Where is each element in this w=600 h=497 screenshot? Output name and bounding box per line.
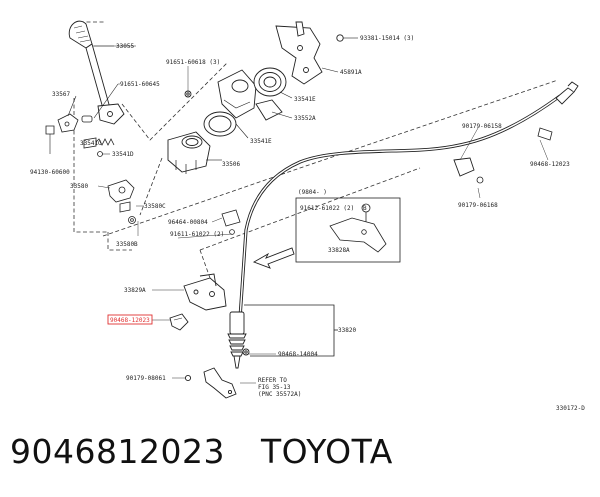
callout-b: B <box>363 205 367 212</box>
label-refer-3: (PNC 35572A) <box>258 391 301 398</box>
label-33055: 33055 <box>116 43 134 50</box>
bracket-33820 <box>244 304 338 357</box>
label-91612: 91612-61022 (2) <box>300 205 354 212</box>
label-33820: 33820 <box>338 327 356 334</box>
shift-bracket <box>107 179 136 224</box>
detail-inset <box>295 197 401 263</box>
clip-96464 <box>221 209 241 235</box>
label-33828a-inset: 33828A <box>328 247 350 254</box>
label-9804: (9804- ) <box>298 189 327 196</box>
diagram-code: 330172-D <box>556 405 585 412</box>
brand-name: TOYOTA <box>260 432 393 471</box>
label-refer-1: REFER TO <box>258 377 287 384</box>
label-33541e-top: 33541E <box>294 96 316 103</box>
shift-cable <box>238 81 579 319</box>
housing-upper <box>184 69 257 119</box>
label-96464: 96464-00804 <box>168 219 208 226</box>
label-90468-highlight: 90468-12023 <box>110 317 150 324</box>
label-33541d: 33541D <box>112 151 134 158</box>
bracket-33829a <box>183 273 227 311</box>
part-number: 9046812023 <box>10 432 225 471</box>
label-91651b: 91651-60645 <box>120 81 160 88</box>
label-33506: 33506 <box>222 161 240 168</box>
label-91611: 91611-61022 (2) <box>170 231 224 238</box>
bracket-45891a <box>275 21 358 85</box>
label-93381: 93381-15014 (3) <box>360 35 414 42</box>
label-refer-2: FIG 35-13 <box>258 384 291 391</box>
label-33541g: 33541G <box>80 140 102 147</box>
caption: 9046812023 TOYOTA <box>10 432 393 480</box>
label-33580c: 33580C <box>144 203 166 210</box>
part-labels: 33055 93381-15014 (3) 91651-60618 (3) 45… <box>30 35 585 412</box>
dashed-outlines <box>73 21 559 279</box>
lever-small-parts <box>45 83 119 154</box>
label-90179a: 90179-06158 <box>462 123 502 130</box>
label-90468b: 90468-12023 <box>530 161 570 168</box>
spring-and-pins <box>83 137 115 157</box>
label-33829a: 33829A <box>124 287 146 294</box>
cable-boot <box>227 311 250 369</box>
highlight-box <box>107 314 153 325</box>
label-45891a: 45891A <box>340 69 362 76</box>
lower-bracket <box>184 367 237 399</box>
bushing-33541e-top <box>253 67 293 99</box>
label-94130: 94130-60600 <box>30 169 70 176</box>
shift-lever <box>68 20 136 125</box>
parts-diagram: 33055 93381-15014 (3) 91651-60618 (3) 45… <box>30 20 585 412</box>
leader-lines <box>82 45 549 384</box>
label-90179b: 90179-06168 <box>458 202 498 209</box>
label-33552a: 33552A <box>294 115 316 122</box>
label-90468c: 90468-14004 <box>278 351 318 358</box>
label-33541e-mid: 33541E <box>250 138 272 145</box>
label-90179c: 90179-08061 <box>126 375 166 382</box>
lever-housing-33506 <box>167 131 222 174</box>
label-91651a: 91651-60618 (3) <box>166 59 220 66</box>
clip-90468-12023 <box>169 313 189 331</box>
bushing-33541e-mid <box>203 111 249 139</box>
label-33580b: 33580B <box>116 241 138 248</box>
direction-arrow <box>252 247 295 269</box>
label-33580: 33580 <box>70 183 88 190</box>
label-33567: 33567 <box>52 91 70 98</box>
plate-33552a <box>255 99 293 121</box>
